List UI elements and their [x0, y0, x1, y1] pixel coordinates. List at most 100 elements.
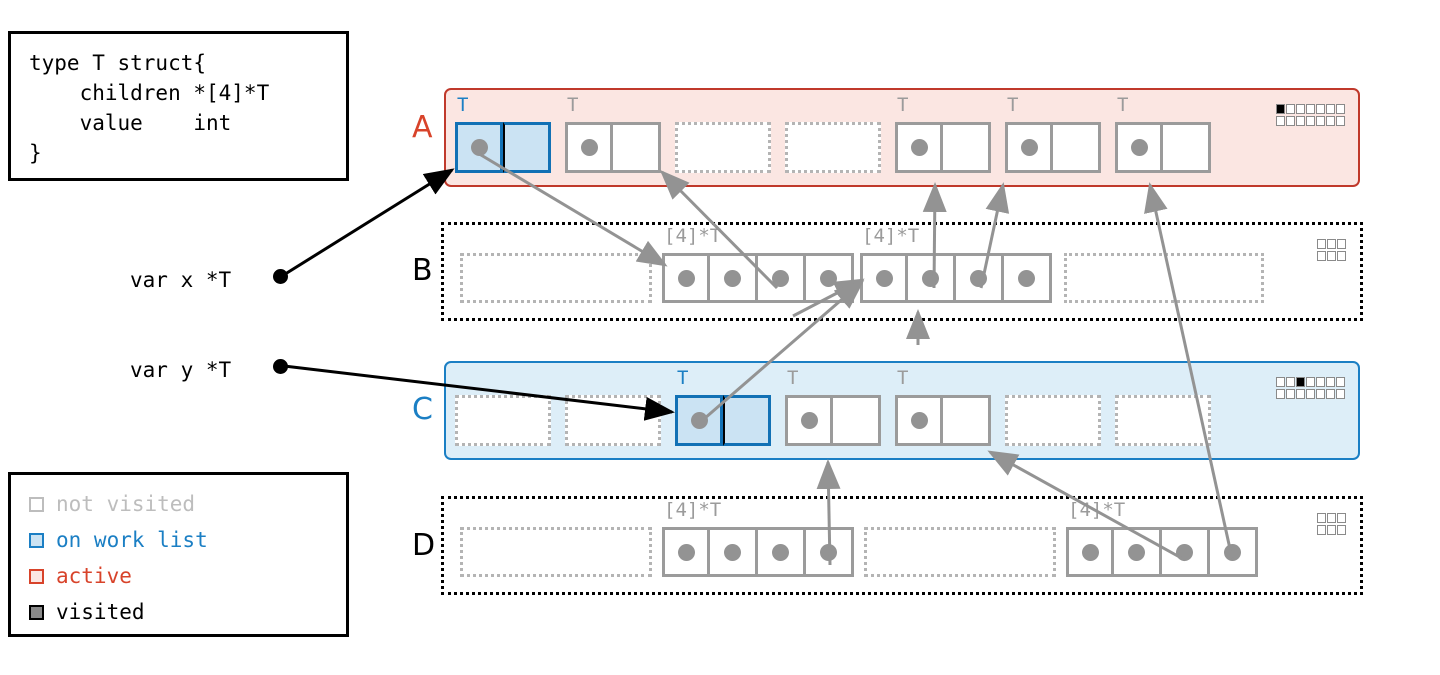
- bitmap-cell: [1337, 239, 1346, 249]
- object-a-4-cell-1[interactable]: [943, 122, 991, 173]
- array-d-3-cell-2[interactable]: [1162, 527, 1210, 577]
- pointer-dot: [875, 269, 893, 287]
- free-slot-c-5: [1005, 395, 1101, 446]
- array-d-1-cell-3[interactable]: [806, 527, 854, 577]
- object-a-6-cell-1[interactable]: [1163, 122, 1211, 173]
- free-slot-cell: [455, 395, 551, 446]
- object-a-5-cell-0[interactable]: [1005, 122, 1053, 173]
- array-d-1-cell-1[interactable]: [710, 527, 758, 577]
- object-c-3-cell-0[interactable]: [785, 395, 833, 446]
- struct-definition-box: type T struct{ children *[4]*T value int…: [8, 31, 349, 181]
- object-a-6-cell-0[interactable]: [1115, 122, 1163, 173]
- free-slot-b-0: [460, 253, 652, 303]
- object-c-2[interactable]: T: [675, 369, 771, 446]
- pointer-dot: [772, 269, 789, 287]
- mark-bitmap-d: [1317, 513, 1346, 535]
- bitmap-cell: [1326, 116, 1335, 126]
- bitmap-cell: [1327, 513, 1336, 523]
- free-slot-c-1: [565, 395, 661, 446]
- bitmap-cell: [1316, 389, 1325, 399]
- pointer-dot: [1020, 139, 1038, 156]
- pointer-dot: [1130, 139, 1148, 156]
- object-c-3-cell-1[interactable]: [833, 395, 881, 446]
- array-d-1-cell-2[interactable]: [758, 527, 806, 577]
- object-c-2-cell-0[interactable]: [675, 395, 723, 446]
- array-b-2-cell-2[interactable]: [956, 253, 1004, 303]
- row-label-d: D: [412, 528, 436, 563]
- object-c-4-cell-1[interactable]: [943, 395, 991, 446]
- bitmap-cell: [1276, 389, 1285, 399]
- array-b-1[interactable]: [4]*T: [662, 227, 854, 303]
- bitmap-cell: [1327, 251, 1336, 261]
- legend-label-on-work-list: on work list: [56, 527, 208, 552]
- array-b-1-cell-3[interactable]: [806, 253, 854, 303]
- bitmap-cell: [1337, 513, 1346, 523]
- object-a-4[interactable]: T: [895, 96, 991, 173]
- object-c-3[interactable]: T: [785, 369, 881, 446]
- pointer-dot: [724, 269, 741, 287]
- object-a-6-type: T: [1117, 94, 1129, 116]
- array-b-1-cell-0[interactable]: [662, 253, 710, 303]
- bitmap-cell: [1286, 389, 1295, 399]
- legend-swatch-active: [29, 568, 44, 584]
- legend-box: not visited on work list active visited: [8, 472, 349, 637]
- var-y-pointer-dot: [273, 359, 288, 374]
- array-b-1-cell-1[interactable]: [710, 253, 758, 303]
- free-slot-cell: [1064, 253, 1264, 303]
- object-a-1-cell-0[interactable]: [565, 122, 613, 173]
- object-a-1[interactable]: T: [565, 96, 661, 173]
- free-slot-cell: [785, 122, 881, 173]
- row-label-a: A: [412, 110, 433, 145]
- array-d-3-cell-1[interactable]: [1114, 527, 1162, 577]
- object-c-4[interactable]: T: [895, 369, 991, 446]
- array-b-2-cell-0[interactable]: [860, 253, 908, 303]
- array-d-3-cell-0[interactable]: [1066, 527, 1114, 577]
- object-a-0[interactable]: T: [455, 96, 551, 173]
- array-d-1-cell-0[interactable]: [662, 527, 710, 577]
- object-a-0-cell-1[interactable]: [503, 122, 551, 173]
- object-a-5[interactable]: T: [1005, 96, 1101, 173]
- bitmap-cell: [1286, 377, 1295, 387]
- array-b-2-cell-1[interactable]: [908, 253, 956, 303]
- bitmap-cell: [1276, 116, 1285, 126]
- pointer-dot: [1176, 543, 1193, 561]
- array-d-1[interactable]: [4]*T: [662, 501, 854, 577]
- bitmap-cell: [1296, 104, 1305, 114]
- bitmap-cell: [1336, 377, 1345, 387]
- mark-bitmap-b: [1317, 239, 1346, 261]
- bitmap-cell: [1296, 389, 1305, 399]
- object-a-0-cell-0[interactable]: [455, 122, 503, 173]
- pointer-dot: [772, 543, 789, 561]
- array-b-1-cell-2[interactable]: [758, 253, 806, 303]
- bitmap-cell: [1296, 116, 1305, 126]
- pointer-dot: [677, 543, 695, 561]
- object-a-1-type: T: [567, 94, 579, 116]
- pointer-dot: [1081, 543, 1099, 561]
- object-c-2-cell-1[interactable]: [723, 395, 771, 446]
- bitmap-cell: [1326, 104, 1335, 114]
- free-slot-c-6: [1115, 395, 1211, 446]
- pointer-dot: [820, 269, 837, 287]
- object-a-1-cell-1[interactable]: [613, 122, 661, 173]
- array-d-3[interactable]: [4]*T: [1066, 501, 1258, 577]
- bitmap-cell: [1337, 251, 1346, 261]
- bitmap-cell: [1337, 525, 1346, 535]
- pointer-dot: [470, 139, 488, 156]
- free-slot-cell: [1005, 395, 1101, 446]
- object-a-5-cell-1[interactable]: [1053, 122, 1101, 173]
- bitmap-cell: [1306, 104, 1315, 114]
- array-b-2-cell-3[interactable]: [1004, 253, 1052, 303]
- bitmap-row: [1276, 104, 1345, 114]
- object-c-4-cell-0[interactable]: [895, 395, 943, 446]
- object-a-6[interactable]: T: [1115, 96, 1211, 173]
- bitmap-cell: [1316, 116, 1325, 126]
- legend-item-not-visited: not visited: [29, 486, 346, 522]
- bitmap-cell-marked: [1276, 104, 1285, 114]
- array-d-3-cell-3[interactable]: [1210, 527, 1258, 577]
- bitmap-row: [1317, 251, 1346, 261]
- object-a-0-type: T: [457, 94, 469, 116]
- array-b-2[interactable]: [4]*T: [860, 227, 1052, 303]
- legend-label-active: active: [56, 563, 132, 588]
- object-a-4-cell-0[interactable]: [895, 122, 943, 173]
